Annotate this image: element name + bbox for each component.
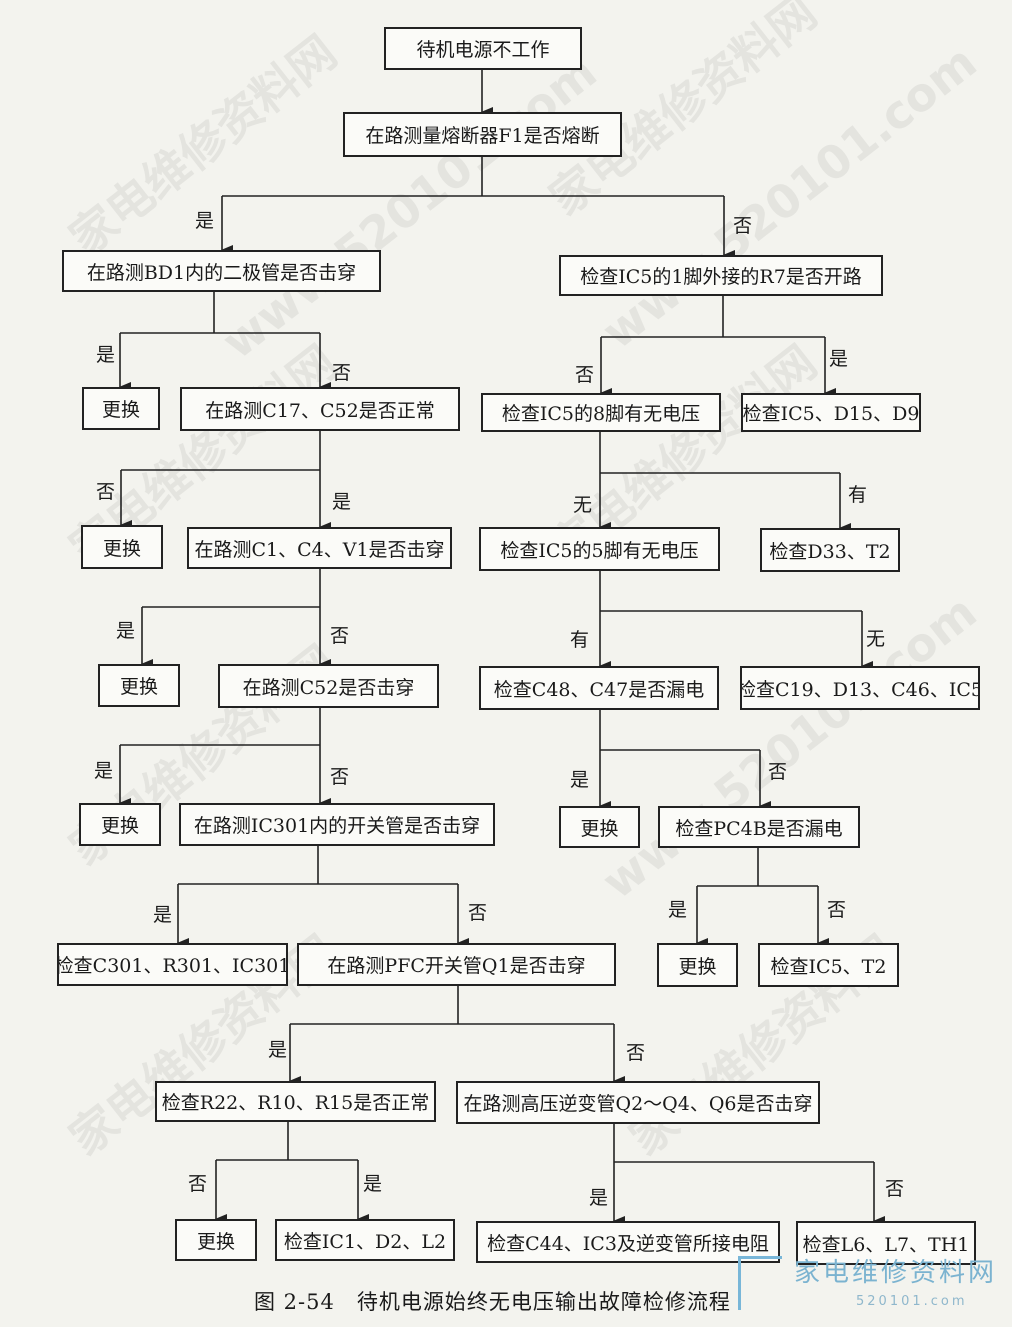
check-l6-l7-th1-box: 检查L6、L7、TH1 bbox=[796, 1221, 976, 1265]
c1-c4-v1-check-box: 在路测C1、C4、V1是否击穿 bbox=[187, 527, 452, 569]
branch-label-no: 否 bbox=[332, 362, 352, 384]
figure-caption: 图 2-54 待机电源始终无电压输出故障检修流程 bbox=[254, 1290, 731, 1314]
branch-label-yes: 是 bbox=[829, 348, 849, 370]
branch-label-yes: 是 bbox=[195, 210, 215, 232]
replace-box: 更换 bbox=[559, 806, 640, 848]
replace-box: 更换 bbox=[79, 803, 161, 846]
ic5-pin5-check-box: 检查IC5的5脚有无电压 bbox=[479, 527, 720, 571]
branch-label-yes: 是 bbox=[116, 620, 136, 642]
bd1-check-box: 在路测BD1内的二极管是否击穿 bbox=[62, 250, 381, 292]
branch-label-no: 否 bbox=[575, 364, 595, 386]
replace-box: 更换 bbox=[657, 943, 738, 987]
check-ic5-d15-d9-box: 检查IC5、D15、D9 bbox=[741, 393, 921, 432]
replace-box: 更换 bbox=[175, 1219, 257, 1261]
ic5-pin8-check-box: 检查IC5的8脚有无电压 bbox=[481, 393, 721, 432]
check-d33-t2-box: 检查D33、T2 bbox=[760, 528, 900, 572]
branch-label-no: 否 bbox=[188, 1173, 208, 1195]
c48-c47-check-box: 检查C48、C47是否漏电 bbox=[479, 666, 719, 710]
check-c19-d13-c46-ic5-box: 检查C19、D13、C46、IC5 bbox=[740, 666, 980, 710]
branch-label-no: 否 bbox=[468, 902, 488, 924]
branch-label-yes: 是 bbox=[332, 491, 352, 513]
r7-check-box: 检查IC5的1脚外接的R7是否开路 bbox=[559, 255, 883, 296]
branch-label-have: 有 bbox=[848, 484, 868, 506]
check-c44-ic3-box: 检查C44、IC3及逆变管所接电阻 bbox=[476, 1221, 780, 1263]
replace-box: 更换 bbox=[98, 664, 180, 707]
branch-label-no: 否 bbox=[885, 1178, 905, 1200]
branch-label-yes: 是 bbox=[268, 1039, 288, 1061]
fuse-check-box: 在路测量熔断器F1是否熔断 bbox=[343, 112, 622, 157]
replace-box: 更换 bbox=[81, 525, 163, 569]
branch-label-no: 否 bbox=[733, 215, 753, 237]
check-ic1-d2-l2-box: 检查IC1、D2、L2 bbox=[275, 1219, 455, 1261]
branch-label-yes: 是 bbox=[668, 899, 688, 921]
logo-icon bbox=[738, 1256, 782, 1310]
branch-label-yes: 是 bbox=[363, 1173, 383, 1195]
branch-label-no: 否 bbox=[330, 625, 350, 647]
logo-text: 家电维修资料网 bbox=[794, 1258, 998, 1288]
replace-box: 更换 bbox=[82, 387, 160, 430]
logo-url: 520101.com bbox=[856, 1294, 968, 1309]
site-logo: 家电维修资料网 520101.com bbox=[738, 1252, 1006, 1322]
branch-label-yes: 是 bbox=[570, 769, 590, 791]
branch-label-no: 否 bbox=[330, 766, 350, 788]
branch-label-no: 否 bbox=[96, 481, 116, 503]
c52-check-box: 在路测C52是否击穿 bbox=[218, 664, 439, 708]
c17-c52-check-box: 在路测C17、C52是否正常 bbox=[180, 387, 460, 431]
ic301-check-box: 在路测IC301内的开关管是否击穿 bbox=[179, 803, 495, 846]
branch-label-yes: 是 bbox=[96, 344, 116, 366]
check-c301-r301-ic301-box: 检查C301、R301、IC301 bbox=[57, 943, 288, 986]
branch-label-yes: 是 bbox=[589, 1187, 609, 1209]
pfc-q1-check-box: 在路测PFC开关管Q1是否击穿 bbox=[297, 943, 616, 986]
branch-label-yes: 是 bbox=[94, 760, 114, 782]
branch-label-no: 否 bbox=[626, 1042, 646, 1064]
start-box: 待机电源不工作 bbox=[384, 27, 582, 70]
hv-inverter-check-box: 在路测高压逆变管Q2～Q4、Q6是否击穿 bbox=[456, 1081, 820, 1124]
r22-r10-r15-check-box: 检查R22、R10、R15是否正常 bbox=[155, 1081, 436, 1122]
pc4b-check-box: 检查PC4B是否漏电 bbox=[658, 806, 860, 848]
branch-label-no: 否 bbox=[827, 899, 847, 921]
branch-label-none: 无 bbox=[573, 494, 593, 516]
branch-label-yes: 是 bbox=[153, 904, 173, 926]
branch-label-have: 有 bbox=[570, 629, 590, 651]
check-ic5-t2-box: 检查IC5、T2 bbox=[758, 943, 899, 987]
branch-label-no: 否 bbox=[768, 761, 788, 783]
branch-label-none: 无 bbox=[866, 628, 886, 650]
